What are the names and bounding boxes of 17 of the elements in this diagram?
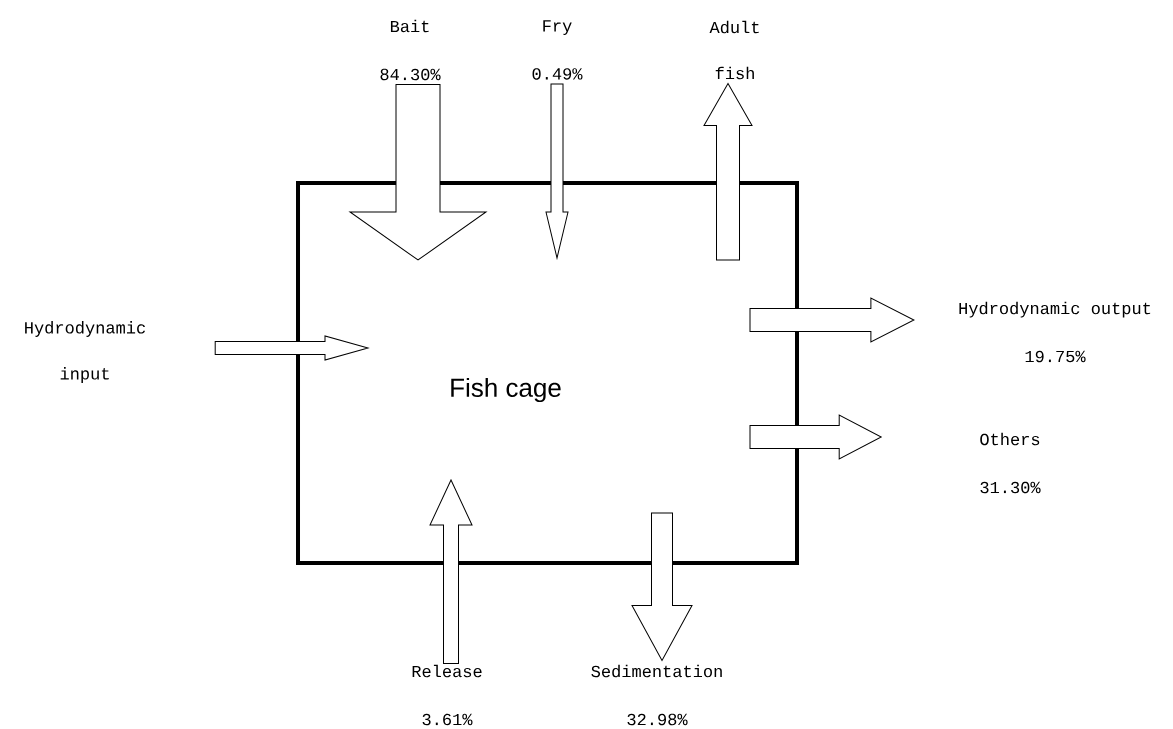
flow-label: Others 31.30% <box>980 432 1041 494</box>
block-arrow <box>545 83 569 259</box>
flow-label: Fry 0.49% <box>532 20 583 80</box>
block-arrow <box>214 335 369 361</box>
flow-label: Bait 84.30% <box>380 19 441 81</box>
block-arrow <box>429 479 473 665</box>
block-arrow <box>749 297 915 343</box>
flow-label: Sedimentation 32.98% <box>591 664 722 726</box>
block-arrow <box>703 82 753 261</box>
flow-label: Release 3.61% <box>412 664 482 726</box>
flow-label: Hydrodynamic input <box>25 321 145 383</box>
flow-label: Hydrodynamic output 19.75% <box>959 301 1151 363</box>
flow-label: Adult fish <box>709 20 759 80</box>
block-arrow <box>631 512 693 662</box>
cage-box: Fish cage <box>296 181 799 565</box>
block-arrow <box>349 83 487 261</box>
block-arrow <box>749 414 882 460</box>
